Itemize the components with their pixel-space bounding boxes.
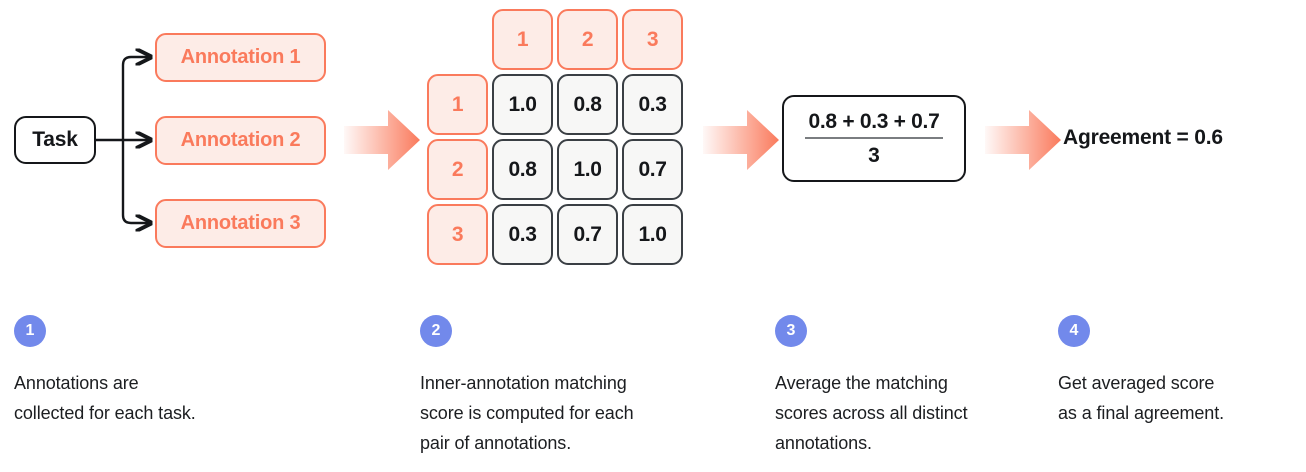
matrix-cell-2-2: 1.0 (557, 139, 618, 200)
arrow-annotations-to-matrix-icon (344, 110, 420, 170)
matrix-corner-cell (427, 9, 488, 70)
arrow-formula-to-result-icon (985, 110, 1061, 170)
matrix-row-header-1: 1 (427, 74, 488, 135)
annotation-label-2: Annotation 2 (180, 129, 301, 151)
task-node: Task (14, 116, 96, 164)
step-1: 1 Annotations are collected for each tas… (14, 315, 314, 428)
arrow-matrix-to-formula-icon (703, 110, 779, 170)
formula-denominator: 3 (868, 143, 880, 167)
matrix-cell-2-3: 0.7 (622, 139, 683, 200)
step-2: 2 Inner-annotation matching score is com… (420, 315, 720, 458)
similarity-matrix: 1 2 3 1 1.0 0.8 0.3 2 0.8 1.0 0.7 3 0.3 … (427, 9, 687, 269)
matrix-col-header-3: 3 (622, 9, 683, 70)
step-badge-1: 1 (14, 315, 46, 347)
matrix-row-header-3: 3 (427, 204, 488, 265)
matrix-row-header-2: 2 (427, 139, 488, 200)
step-text-2: Inner-annotation matching score is compu… (420, 373, 634, 453)
step-badge-2: 2 (420, 315, 452, 347)
step-badge-3: 3 (775, 315, 807, 347)
matrix-cell-3-2: 0.7 (557, 204, 618, 265)
matrix-cell-3-3: 1.0 (622, 204, 683, 265)
matrix-header-row: 1 2 3 (427, 9, 687, 74)
matrix-cell-3-1: 0.3 (492, 204, 553, 265)
step-text-1: Annotations are collected for each task. (14, 373, 196, 423)
annotation-box-3: Annotation 3 (155, 199, 326, 248)
matrix-row: 2 0.8 1.0 0.7 (427, 139, 687, 204)
annotation-box-1: Annotation 1 (155, 33, 326, 82)
agreement-result-label: Agreement = 0.6 (1063, 126, 1223, 149)
matrix-cell-1-1: 1.0 (492, 74, 553, 135)
step-4: 4 Get averaged score as a final agreemen… (1058, 315, 1306, 428)
average-formula-box: 0.8 + 0.3 + 0.7 3 (782, 95, 966, 182)
matrix-row: 3 0.3 0.7 1.0 (427, 204, 687, 269)
matrix-col-header-1: 1 (492, 9, 553, 70)
matrix-cell-1-2: 0.8 (557, 74, 618, 135)
annotation-label-3: Annotation 3 (180, 212, 301, 234)
step-3: 3 Average the matching scores across all… (775, 315, 1075, 458)
matrix-col-header-2: 2 (557, 9, 618, 70)
task-label: Task (32, 128, 78, 151)
annotation-label-1: Annotation 1 (180, 46, 301, 68)
matrix-cell-1-3: 0.3 (622, 74, 683, 135)
matrix-cell-2-1: 0.8 (492, 139, 553, 200)
formula-numerator: 0.8 + 0.3 + 0.7 (804, 110, 944, 139)
matrix-row: 1 1.0 0.8 0.3 (427, 74, 687, 139)
annotation-box-2: Annotation 2 (155, 116, 326, 165)
step-text-3: Average the matching scores across all d… (775, 373, 968, 453)
step-text-4: Get averaged score as a final agreement. (1058, 373, 1224, 423)
step-badge-4: 4 (1058, 315, 1090, 347)
